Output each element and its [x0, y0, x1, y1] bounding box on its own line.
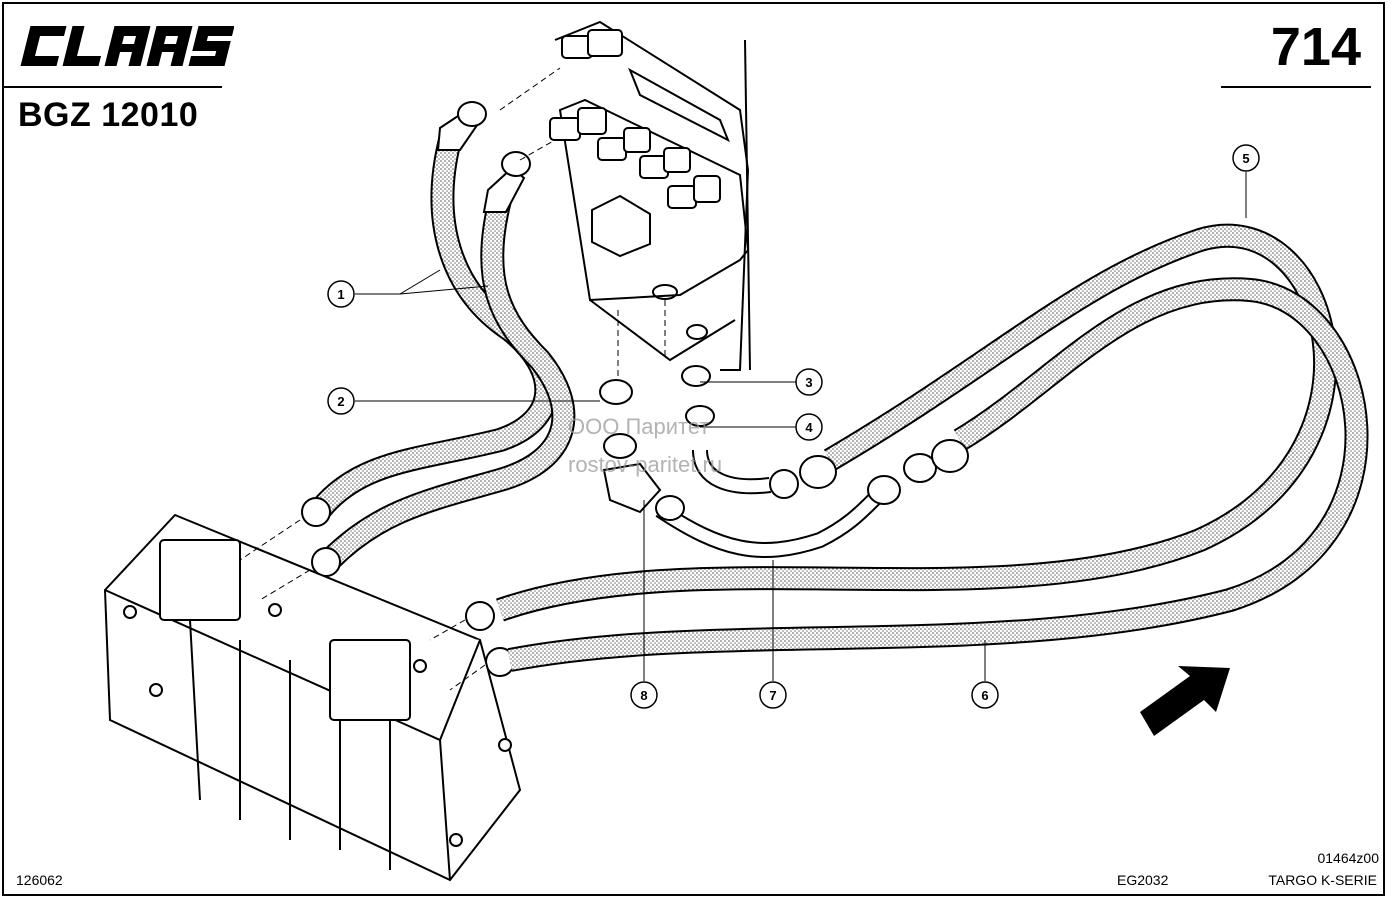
series-label: TARGO K-SERIE — [1268, 872, 1377, 888]
direction-arrow — [1140, 666, 1230, 736]
hoses-pair-1 — [310, 137, 576, 569]
model-code: BGZ 12010 — [18, 96, 199, 134]
callout-4: 4 — [795, 413, 823, 441]
callout-6: 6 — [971, 681, 999, 709]
image-code: 01464z00 — [1317, 850, 1379, 866]
callout-1: 1 — [327, 280, 355, 308]
callout-2: 2 — [327, 387, 355, 415]
pipe-7 — [655, 449, 895, 558]
callout-leaders — [355, 172, 1247, 681]
connection-lines — [239, 67, 666, 691]
hoses-5-6 — [496, 223, 1369, 672]
svg-text:5: 5 — [1242, 151, 1249, 166]
svg-text:1: 1 — [337, 287, 344, 302]
callout-5: 5 — [1232, 144, 1260, 172]
svg-text:7: 7 — [769, 688, 776, 703]
svg-text:2: 2 — [337, 394, 344, 409]
drawing-number: 126062 — [16, 872, 63, 888]
watermark-url: rostov-paritet.ru — [568, 452, 723, 477]
block-fittings — [549, 29, 721, 258]
claas-logo — [20, 26, 234, 66]
control-valve-block — [103, 513, 522, 882]
callout-8: 8 — [630, 681, 658, 709]
svg-text:4: 4 — [805, 420, 813, 435]
watermark-company: ООО Паритет — [568, 414, 710, 439]
svg-text:3: 3 — [805, 375, 812, 390]
header-rule-left — [4, 86, 222, 88]
page-number: 714 — [1270, 17, 1361, 77]
svg-text:8: 8 — [640, 688, 647, 703]
hose-end-fittings — [301, 101, 531, 677]
callout-7: 7 — [759, 681, 787, 709]
group-code: EG2032 — [1117, 872, 1169, 888]
pipe-fittings — [599, 365, 969, 521]
header-rule-right — [1221, 86, 1371, 88]
svg-text:6: 6 — [981, 688, 988, 703]
callout-3: 3 — [795, 368, 823, 396]
mounting-bracket — [554, 20, 751, 371]
